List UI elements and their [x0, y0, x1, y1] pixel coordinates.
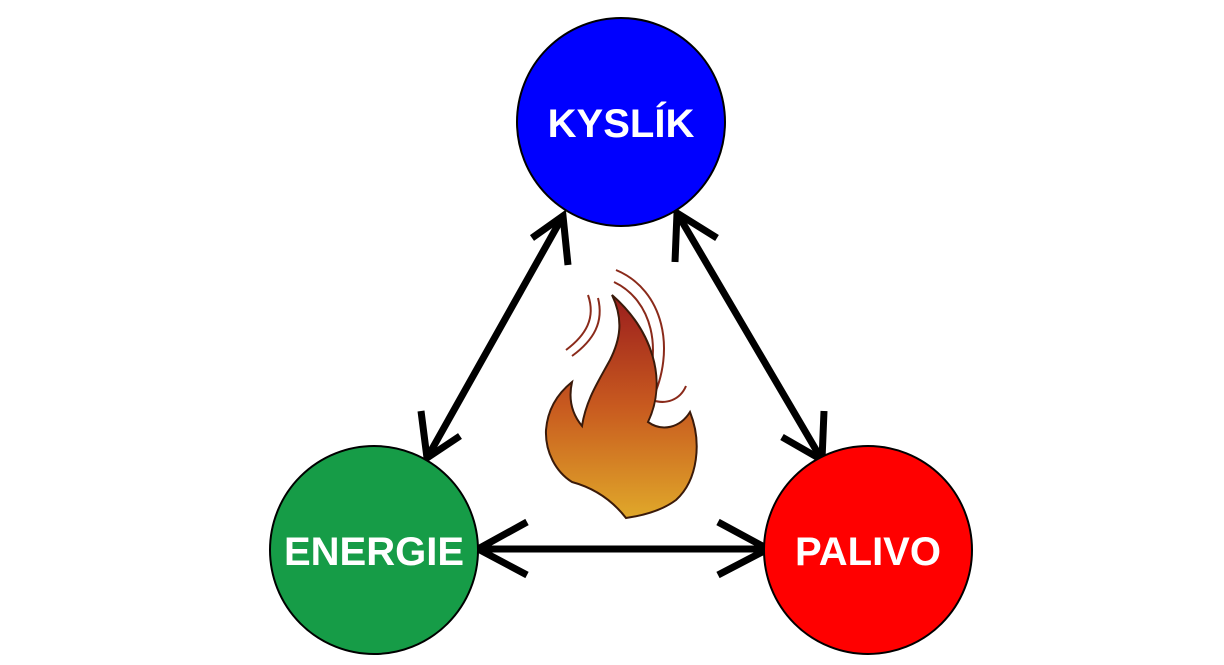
swoosh-line-left-1	[565, 294, 592, 351]
oxygen-label: KYSLÍK	[548, 101, 695, 146]
node-oxygen: KYSLÍK	[516, 17, 726, 227]
swoosh-line-right-1	[615, 269, 687, 403]
energy-label: ENERGIE	[284, 530, 464, 574]
node-fuel: PALIVO	[763, 445, 973, 655]
arrow-oxygen-energy	[417, 209, 572, 465]
arrow-energy-fuel	[470, 518, 776, 579]
energy-circle	[269, 445, 479, 655]
fuel-circle	[763, 445, 973, 655]
swoosh-line-left-2	[571, 297, 601, 357]
fuel-label: PALIVO	[795, 530, 941, 574]
flame-body	[544, 294, 698, 520]
oxygen-circle	[516, 17, 726, 227]
arrow-oxygen-fuel	[671, 206, 828, 466]
node-energy: ENERGIE	[269, 445, 479, 655]
flame-icon	[544, 269, 698, 520]
